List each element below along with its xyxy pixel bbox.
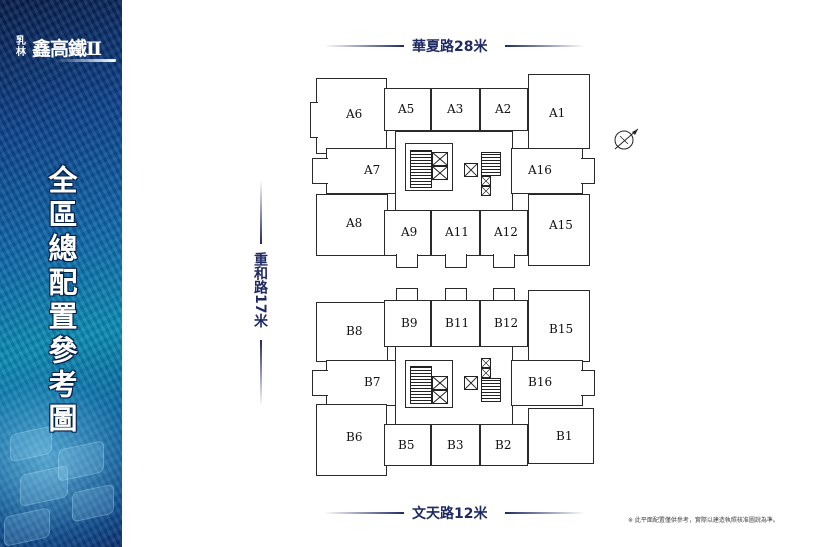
elevator-icon — [432, 152, 448, 166]
unit-a8 — [316, 194, 388, 256]
elevator-icon — [464, 163, 478, 177]
unit-b7 — [326, 360, 396, 406]
unit-b3-label: B3 — [447, 438, 464, 452]
road-line-right — [505, 45, 585, 47]
road-line-left — [324, 45, 404, 47]
unit-b12-label: B12 — [494, 316, 519, 330]
unit-a7-notch — [312, 158, 328, 184]
west-road-line-top — [260, 180, 262, 244]
unit-b16-notch — [581, 370, 595, 396]
unit-b8-label: B8 — [346, 324, 363, 338]
unit-b1 — [528, 408, 594, 464]
unit-a2-label: A2 — [495, 102, 512, 116]
unit-a7 — [326, 148, 396, 194]
unit-b15 — [528, 290, 590, 362]
unit-b11-tab — [445, 288, 467, 302]
stair-icon — [481, 378, 501, 402]
unit-b9-tab — [396, 288, 418, 302]
unit-a12-label: A12 — [494, 225, 518, 239]
unit-a3-label: A3 — [447, 102, 464, 116]
unit-a11-label: A11 — [445, 225, 469, 239]
unit-b6-label: B6 — [346, 430, 363, 444]
unit-a15 — [528, 194, 590, 266]
unit-a3 — [431, 88, 480, 131]
unit-a9-label: A9 — [401, 225, 418, 239]
unit-b12-tab — [493, 288, 515, 302]
unit-b5-label: B5 — [398, 438, 415, 452]
unit-b5 — [384, 424, 431, 466]
unit-a2 — [480, 88, 528, 131]
unit-a15-label: A15 — [549, 218, 573, 232]
logo-swoosh — [54, 59, 116, 62]
logo-main-text: 鑫高鐵Ⅱ — [32, 38, 102, 60]
unit-b9-label: B9 — [401, 316, 418, 330]
unit-b1-label: B1 — [556, 429, 573, 443]
unit-a5 — [384, 88, 431, 131]
unit-b3 — [431, 424, 480, 466]
unit-b2 — [480, 424, 528, 466]
unit-b11 — [431, 300, 480, 347]
unit-b6 — [316, 404, 387, 476]
unit-a12 — [480, 210, 528, 256]
road-line-right — [505, 512, 585, 514]
compass-north-icon — [612, 126, 642, 152]
elevator-icon — [432, 376, 448, 390]
elevator-icon — [481, 368, 491, 378]
unit-a1-label: A1 — [549, 106, 566, 120]
unit-b16-label: B16 — [528, 375, 553, 389]
unit-a1 — [528, 74, 590, 149]
unit-a6-label: A6 — [346, 107, 363, 121]
elevator-icon — [481, 186, 491, 196]
unit-a7-label: A7 — [364, 163, 381, 177]
unit-a11-tab — [445, 254, 467, 268]
unit-a16-label: A16 — [528, 163, 552, 177]
stair-icon — [410, 366, 432, 404]
unit-b7-label: B7 — [364, 375, 381, 389]
unit-a8-label: A8 — [346, 216, 363, 230]
west-road-line-bottom — [260, 340, 262, 406]
elevator-icon — [432, 390, 448, 404]
unit-b15-label: B15 — [549, 322, 574, 336]
unit-a12-tab — [493, 254, 515, 268]
elevator-icon — [464, 376, 478, 390]
unit-a9-tab — [396, 254, 418, 268]
south-road-label: 文天路12米 — [412, 506, 488, 522]
unit-b2-label: B2 — [495, 438, 512, 452]
logo-small-text: 乳林 — [16, 36, 26, 58]
sidebar-banner: 乳林 鑫高鐵Ⅱ 全區總配置參考圖 — [0, 0, 122, 547]
unit-a16 — [511, 148, 583, 194]
north-road-label: 華夏路28米 — [412, 39, 488, 55]
sidebar-glow — [0, 360, 122, 547]
road-line-left — [324, 512, 404, 514]
west-road-label: 重和路17米 — [252, 252, 268, 328]
brand-logo: 乳林 鑫高鐵Ⅱ — [14, 32, 116, 68]
page-title: 全區總配置參考圖 — [44, 165, 78, 437]
unit-b12 — [480, 300, 528, 347]
elevator-icon — [481, 176, 491, 186]
unit-a6-notch — [310, 102, 318, 138]
disclaimer-note: ※ 此平面配置僅供參考，實際以建造執照核准圖說為準。 — [628, 517, 779, 524]
unit-b7-notch — [312, 370, 328, 396]
stair-icon — [481, 152, 501, 176]
unit-a5-label: A5 — [398, 102, 415, 116]
unit-b9 — [384, 300, 431, 347]
stair-icon — [410, 150, 432, 188]
unit-b11-label: B11 — [445, 316, 470, 330]
elevator-icon — [432, 166, 448, 180]
unit-a11 — [431, 210, 480, 256]
unit-a16-notch — [581, 158, 595, 184]
elevator-icon — [481, 358, 491, 368]
